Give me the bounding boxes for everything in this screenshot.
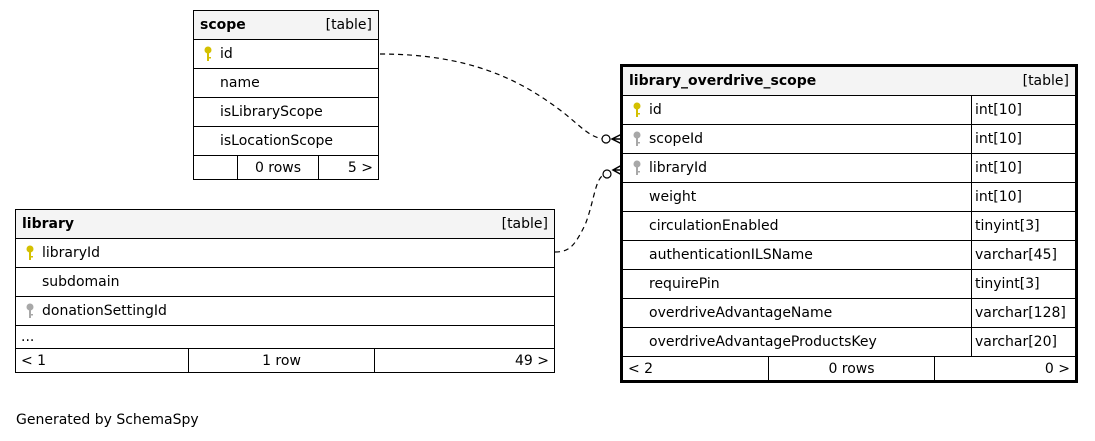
column-type: int[10]: [971, 154, 1075, 182]
column-row[interactable]: donationSettingId: [16, 297, 554, 326]
column-type: int[10]: [971, 183, 1075, 211]
edge-scope-id-to-scopeId: [379, 53, 607, 140]
column-row[interactable]: scopeId int[10]: [623, 125, 1075, 154]
footer-row-count: 0 rows: [768, 357, 934, 380]
column-type: tinyint[3]: [971, 212, 1075, 240]
column-name: circulationEnabled: [649, 218, 779, 234]
primary-key-icon: [20, 244, 40, 262]
edge-scopeId-optional-marker: [601, 134, 611, 144]
table-footer: < 2 0 rows 0 >: [623, 357, 1075, 380]
column-row[interactable]: libraryId int[10]: [623, 154, 1075, 183]
column-type: varchar[128]: [971, 299, 1075, 327]
column-row[interactable]: overdriveAdvantageName varchar[128]: [623, 299, 1075, 328]
column-row[interactable]: requirePin tinyint[3]: [623, 270, 1075, 299]
column-row[interactable]: libraryId: [16, 239, 554, 268]
column-type: varchar[45]: [971, 241, 1075, 269]
footer-parents[interactable]: < 1: [21, 352, 47, 369]
table-library-overdrive-scope[interactable]: library_overdrive_scope [table] id int[1…: [620, 64, 1078, 383]
column-row[interactable]: isLibraryScope: [194, 98, 378, 127]
table-scope[interactable]: scope [table] id name isLibraryScope isL…: [193, 10, 379, 180]
footer-children[interactable]: 49 >: [374, 349, 554, 372]
column-name: name: [220, 75, 260, 91]
column-name: weight: [649, 189, 697, 205]
primary-key-icon: [198, 45, 218, 63]
foreign-key-icon: [627, 159, 647, 177]
column-row[interactable]: weight int[10]: [623, 183, 1075, 212]
column-type: varchar[20]: [971, 328, 1075, 356]
column-name: id: [220, 46, 233, 62]
footer-children[interactable]: 0 >: [934, 357, 1075, 380]
more-columns-ellipsis: ...: [16, 326, 554, 349]
table-kind: [table]: [501, 216, 548, 232]
table-header: scope [table]: [194, 11, 378, 40]
table-kind: [table]: [1022, 73, 1069, 89]
table-library[interactable]: library [table] libraryId subdomain dona…: [15, 209, 555, 373]
column-row[interactable]: circulationEnabled tinyint[3]: [623, 212, 1075, 241]
footer-row-count: 0 rows: [237, 156, 318, 179]
column-name: libraryId: [649, 160, 708, 176]
table-name[interactable]: library: [22, 216, 75, 232]
column-name: donationSettingId: [42, 303, 167, 319]
column-name: authenticationILSName: [649, 247, 813, 263]
edge-libraryId-optional-marker: [602, 169, 612, 179]
column-type: tinyint[3]: [971, 270, 1075, 298]
table-footer: < 1 1 row 49 >: [16, 349, 554, 372]
edge-library-libraryId-to-libraryId: [554, 173, 608, 253]
column-row[interactable]: id int[10]: [623, 96, 1075, 125]
table-name[interactable]: scope: [200, 17, 246, 33]
table-kind: [table]: [325, 17, 372, 33]
footer-row-count: 1 row: [188, 349, 374, 372]
table-header: library_overdrive_scope [table]: [623, 67, 1075, 96]
column-row[interactable]: id: [194, 40, 378, 69]
column-name: overdriveAdvantageProductsKey: [649, 334, 877, 350]
generated-by-credit: Generated by SchemaSpy: [16, 412, 199, 428]
column-type: int[10]: [971, 125, 1075, 153]
column-name: isLibraryScope: [220, 104, 323, 120]
table-name[interactable]: library_overdrive_scope: [629, 73, 817, 89]
column-name: scopeId: [649, 131, 704, 147]
column-name: requirePin: [649, 276, 720, 292]
table-header: library [table]: [16, 210, 554, 239]
footer-parents[interactable]: [194, 156, 237, 179]
column-row[interactable]: isLocationScope: [194, 127, 378, 156]
column-row[interactable]: subdomain: [16, 268, 554, 297]
column-type: int[10]: [971, 96, 1075, 124]
column-row[interactable]: overdriveAdvantageProductsKey varchar[20…: [623, 328, 1075, 357]
column-name: subdomain: [42, 274, 120, 290]
primary-key-icon: [627, 101, 647, 119]
column-name: isLocationScope: [220, 133, 334, 149]
table-footer: 0 rows 5 >: [194, 156, 378, 179]
foreign-key-icon: [627, 130, 647, 148]
column-name: overdriveAdvantageName: [649, 305, 833, 321]
column-name: id: [649, 102, 662, 118]
foreign-key-icon: [20, 302, 40, 320]
footer-children[interactable]: 5 >: [318, 156, 378, 179]
column-row[interactable]: name: [194, 69, 378, 98]
footer-parents[interactable]: < 2: [628, 360, 654, 377]
column-row[interactable]: authenticationILSName varchar[45]: [623, 241, 1075, 270]
column-name: libraryId: [42, 245, 101, 261]
